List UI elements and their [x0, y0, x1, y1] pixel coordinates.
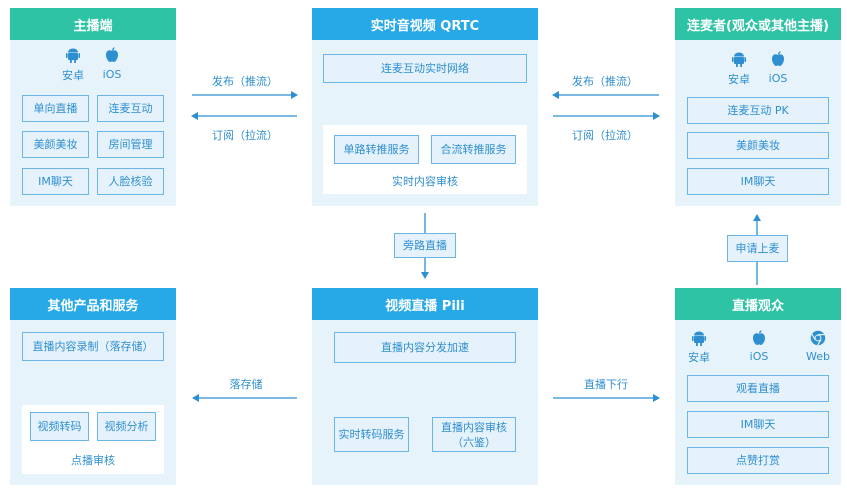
- other-analysis: 视频分析: [97, 412, 156, 441]
- android-icon: [732, 52, 746, 71]
- distribute-label: 直播下行: [584, 378, 628, 391]
- other-panel: 其他产品和服务 直播内容录制（落存储） 视频转码 视频分析 点播审核: [10, 288, 176, 485]
- other-vod-audit-caption: 点播审核: [71, 454, 115, 467]
- subscribe-right-label: 订阅（拉流）: [572, 129, 638, 142]
- qrtc-panel: 实时音视频 QRTC 连麦互动实时网络 单路转推服务 合流转推服务 实时内容审核: [312, 8, 538, 206]
- pili-title: 视频直播 Pili: [312, 288, 538, 320]
- comic-feature-pk: 连麦互动 PK: [687, 97, 829, 124]
- audience-platform-android: 安卓: [688, 351, 710, 364]
- qrtc-network: 连麦互动实时网络: [323, 54, 527, 83]
- audience-platform-web: Web: [806, 350, 830, 363]
- apple-icon: [105, 47, 119, 67]
- pili-audit: 直播内容审核 （六鉴）: [432, 417, 516, 452]
- audience-panel: 直播观众 安卓 iOS Web 观看直播 IM聊天 点赞打赏: [675, 288, 841, 485]
- audience-title: 直播观众: [675, 288, 841, 320]
- anchor-title: 主播端: [10, 8, 176, 40]
- pili-transcode: 实时转码服务: [334, 417, 409, 452]
- qrtc-service-group: 单路转推服务 合流转推服务 实时内容审核: [323, 125, 527, 194]
- pili-audit-line2: （六鉴）: [452, 435, 496, 449]
- audience-platform-ios: iOS: [749, 350, 769, 363]
- comic-panel: 连麦者(观众或其他主播) 安卓 iOS 连麦互动 PK 美颜美妆 IM聊天: [675, 8, 841, 206]
- store-label: 落存储: [229, 378, 263, 391]
- android-icon: [692, 331, 706, 350]
- comic-platform-ios: iOS: [768, 72, 788, 85]
- apply-box: 申请上麦: [727, 235, 788, 262]
- comic-feature-im-chat: IM聊天: [687, 168, 829, 195]
- anchor-feature-im-chat: IM聊天: [22, 168, 89, 195]
- anchor-feature-beauty: 美颜美妆: [22, 131, 89, 158]
- bypass-box: 旁路直播: [394, 233, 456, 258]
- apple-icon: [752, 330, 766, 350]
- anchor-feature-face-verify: 人脸核验: [97, 168, 164, 195]
- qrtc-audit-caption: 实时内容审核: [392, 175, 458, 188]
- anchor-feature-room-manage: 房间管理: [97, 131, 164, 158]
- anchor-feature-one-way-live: 单向直播: [22, 95, 89, 122]
- subscribe-left-label: 订阅（拉流）: [212, 129, 278, 142]
- apple-icon: [771, 51, 785, 71]
- anchor-feature-mic-interact: 连麦互动: [97, 95, 164, 122]
- chrome-icon: [810, 330, 826, 350]
- comic-platform-android: 安卓: [728, 73, 750, 86]
- pili-cdn: 直播内容分发加速: [334, 332, 516, 363]
- other-record: 直播内容录制（落存储）: [22, 332, 164, 361]
- anchor-panel: 主播端 安卓 iOS 单向直播 连麦互动 美颜美妆 房间管理 IM聊天 人脸核验: [10, 8, 176, 206]
- pili-panel: 视频直播 Pili 直播内容分发加速 实时转码服务 直播内容审核 （六鉴）: [312, 288, 538, 485]
- anchor-platform-android: 安卓: [62, 69, 84, 82]
- qrtc-merge-relay: 合流转推服务: [431, 135, 516, 164]
- android-icon: [66, 48, 80, 67]
- audience-feature-im-chat: IM聊天: [687, 411, 829, 438]
- publish-left-label: 发布（推流）: [212, 75, 278, 88]
- other-transcode: 视频转码: [30, 412, 89, 441]
- anchor-platform-ios: iOS: [102, 68, 122, 81]
- pili-audit-line1: 直播内容审核: [441, 420, 507, 434]
- comic-title: 连麦者(观众或其他主播): [675, 8, 841, 40]
- audience-feature-watch: 观看直播: [687, 375, 829, 402]
- audience-feature-like-tip: 点赞打赏: [687, 447, 829, 474]
- comic-feature-beauty: 美颜美妆: [687, 132, 829, 159]
- other-vod-group: 视频转码 视频分析 点播审核: [22, 405, 164, 474]
- qrtc-single-relay: 单路转推服务: [334, 135, 419, 164]
- other-title: 其他产品和服务: [10, 288, 176, 320]
- publish-right-label: 发布（推流）: [572, 75, 638, 88]
- qrtc-title: 实时音视频 QRTC: [312, 8, 538, 40]
